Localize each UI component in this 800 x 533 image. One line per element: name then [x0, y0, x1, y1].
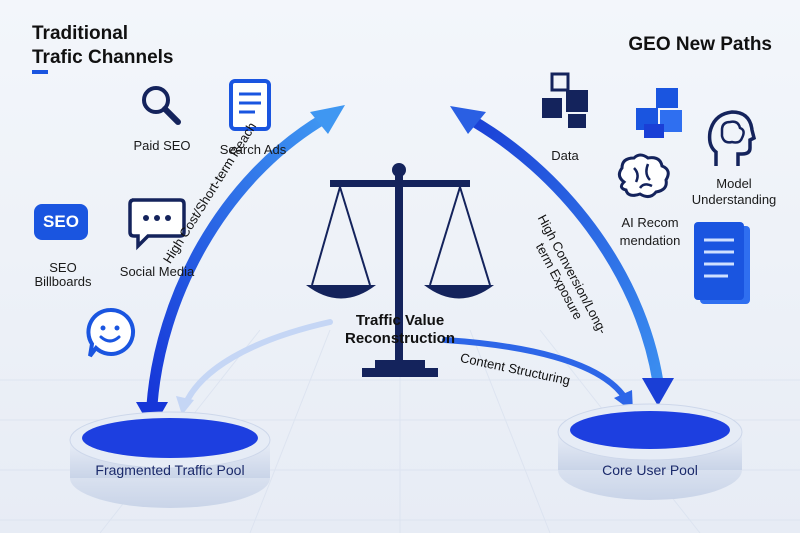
model-understanding-label: Model Understanding [684, 176, 784, 208]
paid-seo-label: Paid SEO [133, 138, 191, 153]
social-media-label: Social Media [119, 264, 195, 279]
core-user-pool-label: Core User Pool [602, 462, 698, 478]
left-pool [69, 411, 271, 508]
title-underline [32, 70, 48, 74]
ai-rec-line2: mendation [619, 233, 681, 248]
content-structuring-arrow [442, 337, 628, 401]
left-title-line2: Trafic Channels [32, 47, 174, 68]
right-double-arrow [462, 112, 664, 388]
left-return-arrow [182, 319, 333, 408]
model-line1: Model [716, 176, 752, 191]
right-title: GEO New Paths [628, 34, 772, 55]
fragmented-traffic-pool-label: Fragmented Traffic Pool [95, 462, 245, 478]
smiley-chat-icon [86, 307, 136, 358]
data-label: Data [551, 148, 579, 163]
seo-billboards-label: SEO Billboards [28, 261, 98, 289]
left-title: Traditional Trafic Channels [32, 22, 174, 70]
right-arrow-head-bottom [642, 378, 674, 406]
left-double-arrow [146, 112, 331, 411]
seo-badge-icon: SEO [34, 204, 88, 240]
cubes-icon [636, 88, 682, 138]
balance-scale-icon [306, 163, 494, 377]
search-icon [142, 86, 181, 125]
left-return-arrow-head [176, 396, 194, 415]
model-line2: Understanding [691, 192, 777, 207]
ai-recommendation-label: AI Recom mendation [610, 214, 690, 250]
search-ads-label: Search Ads [219, 142, 287, 157]
left-title-line1: Traditional [32, 23, 129, 44]
seo-billboards-line2: Billboards [34, 274, 92, 289]
document-list-icon [694, 222, 750, 304]
seo-badge-text: SEO [43, 212, 79, 231]
center-line1: Traffic Value [355, 312, 445, 329]
data-blocks-icon [542, 72, 588, 128]
left-arrow-head-top [310, 105, 345, 134]
head-brain-icon [707, 110, 756, 166]
ai-rec-line1: AI Recom [621, 215, 679, 230]
center-label: Traffic Value Reconstruction [322, 312, 478, 348]
center-line2: Reconstruction [344, 330, 455, 347]
right-arrow-head-top [450, 106, 486, 134]
brain-icon [617, 153, 670, 199]
search-ads-document-icon [229, 79, 271, 131]
chat-bubble-icon [128, 198, 186, 251]
seo-billboards-line1: SEO [49, 260, 77, 275]
right-pool [557, 403, 743, 500]
